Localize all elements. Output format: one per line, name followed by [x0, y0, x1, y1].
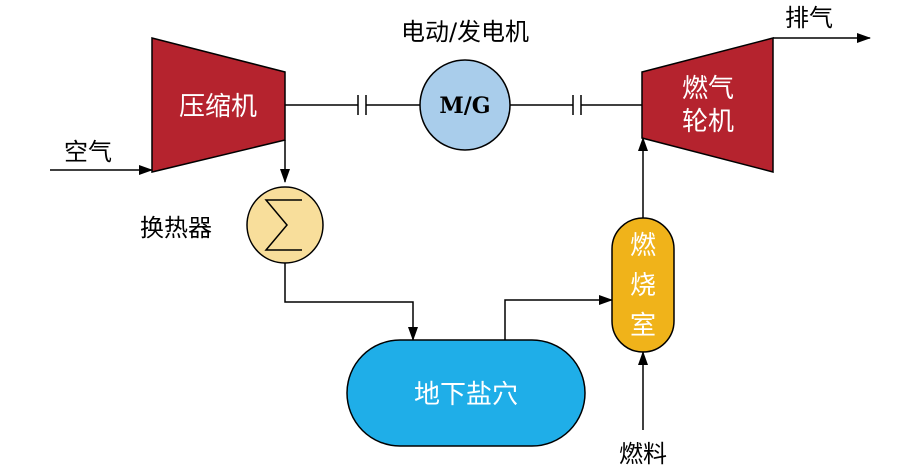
exhaust-label: 排气	[785, 4, 833, 32]
cavern-to-combustor-arrow	[504, 295, 613, 340]
compressor-label: 压缩机	[179, 92, 257, 122]
gas-turbine-shape	[641, 37, 774, 173]
combustor-label-line3: 室	[630, 311, 656, 341]
salt-cavern	[346, 339, 586, 447]
combustor-label-line1: 燃	[630, 231, 656, 261]
air-label: 空气	[64, 138, 112, 166]
gas-turbine-label-line2: 轮机	[682, 107, 734, 137]
heat-exchanger-label: 换热器	[140, 214, 212, 242]
combustor-label-line2: 烧	[630, 271, 656, 301]
heat-exchanger	[246, 186, 324, 264]
salt-cavern-label: 地下盐穴	[414, 380, 518, 410]
motor-generator-title: 电动/发电机	[401, 18, 529, 46]
clutch-icon	[357, 95, 367, 115]
sigma-icon	[264, 199, 302, 251]
gas-turbine-label-line1: 燃气	[682, 74, 734, 104]
motor-generator-label: M/G	[439, 93, 490, 119]
fuel-label: 燃料	[619, 440, 667, 468]
hx-to-cavern-arrow	[284, 263, 418, 341]
clutch-icon	[572, 95, 582, 115]
